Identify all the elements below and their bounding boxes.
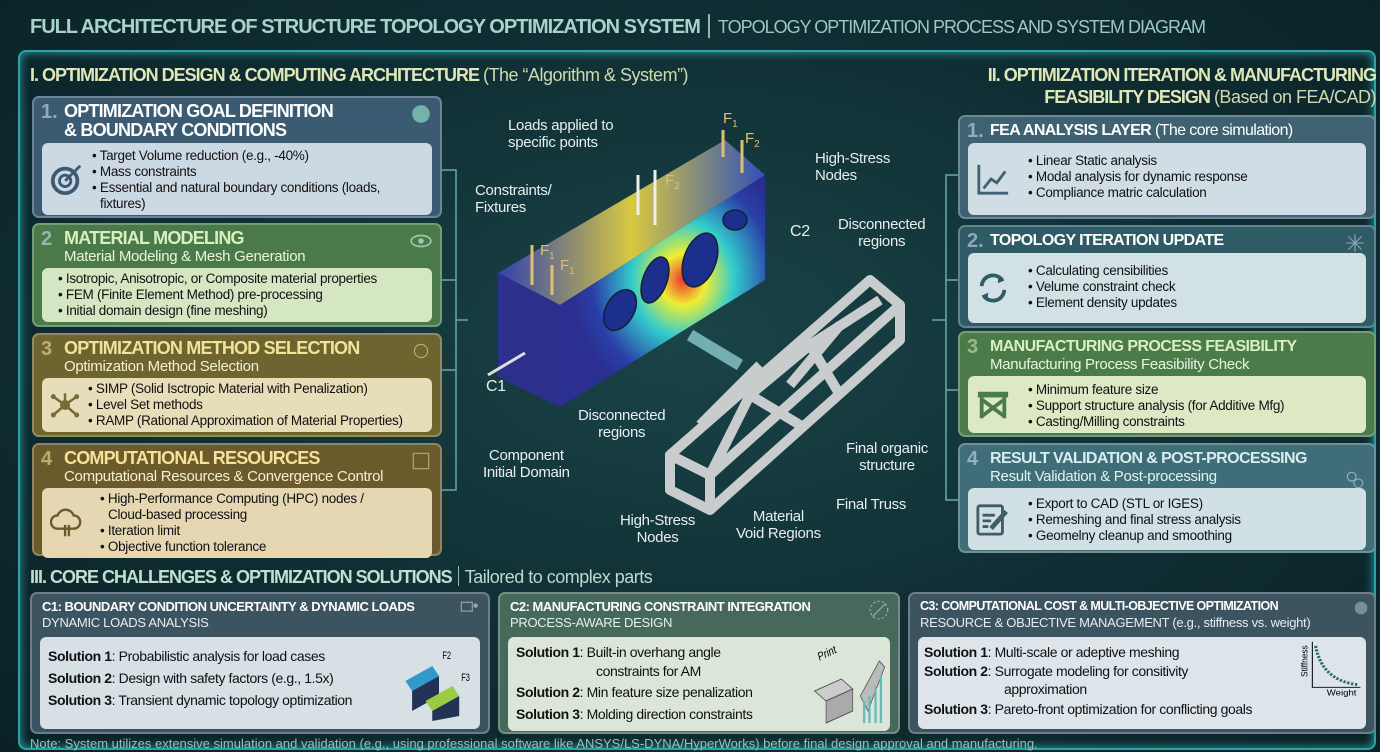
- topology-diagram: F1 F2 F2 F1 F1: [487, 110, 905, 515]
- page-title: FULL ARCHITECTURE OF STRUCTURE TOPOLOGY …: [30, 14, 1206, 38]
- challenge-card-c2: C2: MANUFACTURING CONSTRAINT INTEGRATION…: [498, 592, 900, 734]
- brain-icon: [412, 105, 430, 123]
- label-material-void: Material Void Regions: [736, 508, 821, 542]
- label-disconnected-right: Disconnected regions: [838, 216, 926, 250]
- gear-slash-icon: [869, 600, 889, 620]
- load-arrows: [636, 170, 657, 225]
- svg-text:Print: Print: [817, 643, 838, 664]
- force-arrows: [530, 130, 744, 295]
- monitor-person-icon: [460, 601, 478, 612]
- challenge-card-c3: C3: COMPUTATIONAL COST & MULTI-OBJECTIVE…: [908, 592, 1376, 734]
- target-icon: [50, 164, 82, 196]
- force-f1-left: F1: [540, 242, 555, 262]
- label-disconnected-mid: Disconnected regions: [578, 407, 666, 441]
- checklist-icon: [412, 452, 430, 470]
- svg-text:F2: F2: [442, 650, 451, 662]
- computational-resources-box: 4 COMPUTATIONAL RESOURCES Computational …: [32, 443, 442, 558]
- knot-icon: [1346, 471, 1364, 489]
- material-modeling-box: 2 MATERIAL MODELING Material Modeling & …: [32, 223, 442, 327]
- solution-3: Solution 3: Transient dynamic topology o…: [48, 692, 353, 708]
- box-title-2: & BOUNDARY CONDITIONS: [64, 120, 287, 140]
- label-c2: C2: [790, 223, 810, 240]
- final-truss: [665, 275, 905, 515]
- force-f1-left-2: F1: [560, 257, 575, 277]
- eye-icon: [410, 234, 432, 248]
- chart-line-icon: [977, 164, 1009, 195]
- label-constraints: Constraints/ Fixtures: [475, 182, 552, 216]
- svg-text:F3: F3: [461, 672, 470, 684]
- challenge-card-c1: C1: BOUNDARY CONDITION UNCERTAINTY & DYN…: [30, 592, 490, 734]
- cloud-icon: [50, 508, 82, 537]
- section2-title: II. OPTIMIZATION ITERATION & MANUFACTURI…: [987, 65, 1377, 107]
- snowflake-icon: [1346, 234, 1364, 252]
- topology-iteration-box: 2. TOPOLOGY ITERATION UPDATE Calculating…: [958, 225, 1376, 328]
- network-icon: [413, 343, 429, 359]
- constraint-c1-fixture: [487, 351, 526, 377]
- result-validation-box: 4 RESULT VALIDATION & POST-PROCESSING Re…: [958, 443, 1376, 553]
- svg-text:Weight: Weight: [1327, 688, 1357, 697]
- label-loads: Loads applied to specific points: [508, 117, 614, 151]
- force-f2-top: F2: [745, 130, 760, 150]
- force-f1-top: F1: [723, 110, 738, 130]
- fea-analysis-box: 1. FEA ANALYSIS LAYER (The core simulati…: [958, 115, 1376, 219]
- svg-text:Stiffness: Stiffness: [1299, 645, 1310, 677]
- truss-support-icon: [977, 391, 1009, 418]
- edit-document-icon: [976, 504, 1008, 536]
- connector-right: [932, 174, 958, 501]
- solution-1: Solution 1: Probabilistic analysis for l…: [48, 648, 325, 664]
- page-subtitle: TOPOLOGY OPTIMIZATION PROCESS AND SYSTEM…: [717, 17, 1206, 37]
- box-title: OPTIMIZATION GOAL DEFINITION: [64, 101, 334, 121]
- initial-domain-block: [498, 140, 765, 407]
- section1-title: I. OPTIMIZATION DESIGN & COMPUTING ARCHI…: [30, 65, 689, 85]
- goal-definition-box: 1. OPTIMIZATION GOAL DEFINITION & BOUNDA…: [32, 96, 442, 218]
- force-f2-mid: F2: [665, 172, 680, 192]
- manufacturing-feasibility-box: 3 MANUFACTURING PROCESS FEASIBILITY Manu…: [958, 331, 1376, 437]
- solution-2: Solution 2: Design with safety factors (…: [48, 670, 334, 686]
- footer-note: Note: System utilizes extensive simulati…: [30, 736, 1038, 751]
- label-component-domain: Component Initial Domain: [483, 447, 570, 481]
- section3-title: III. CORE CHALLENGES & OPTIMIZATION SOLU…: [30, 566, 653, 587]
- network-nodes-icon: [50, 393, 80, 418]
- label-c1: C1: [486, 378, 506, 395]
- label-high-stress-top: High-Stress Nodes: [815, 150, 891, 184]
- transform-arrow: [686, 329, 744, 371]
- method-selection-box: 3 OPTIMIZATION METHOD SELECTION Optimiza…: [32, 333, 442, 437]
- label-high-stress-bottom: High-Stress Nodes: [620, 512, 696, 546]
- void-holes: [602, 209, 748, 332]
- label-final-truss: Final Truss: [836, 496, 907, 513]
- label-final-organic: Final organic structure: [846, 440, 928, 474]
- refresh-icon: [979, 273, 1007, 303]
- brain-icon: [1354, 601, 1368, 615]
- connector-left: [442, 169, 468, 491]
- print-figure: Print: [813, 643, 886, 724]
